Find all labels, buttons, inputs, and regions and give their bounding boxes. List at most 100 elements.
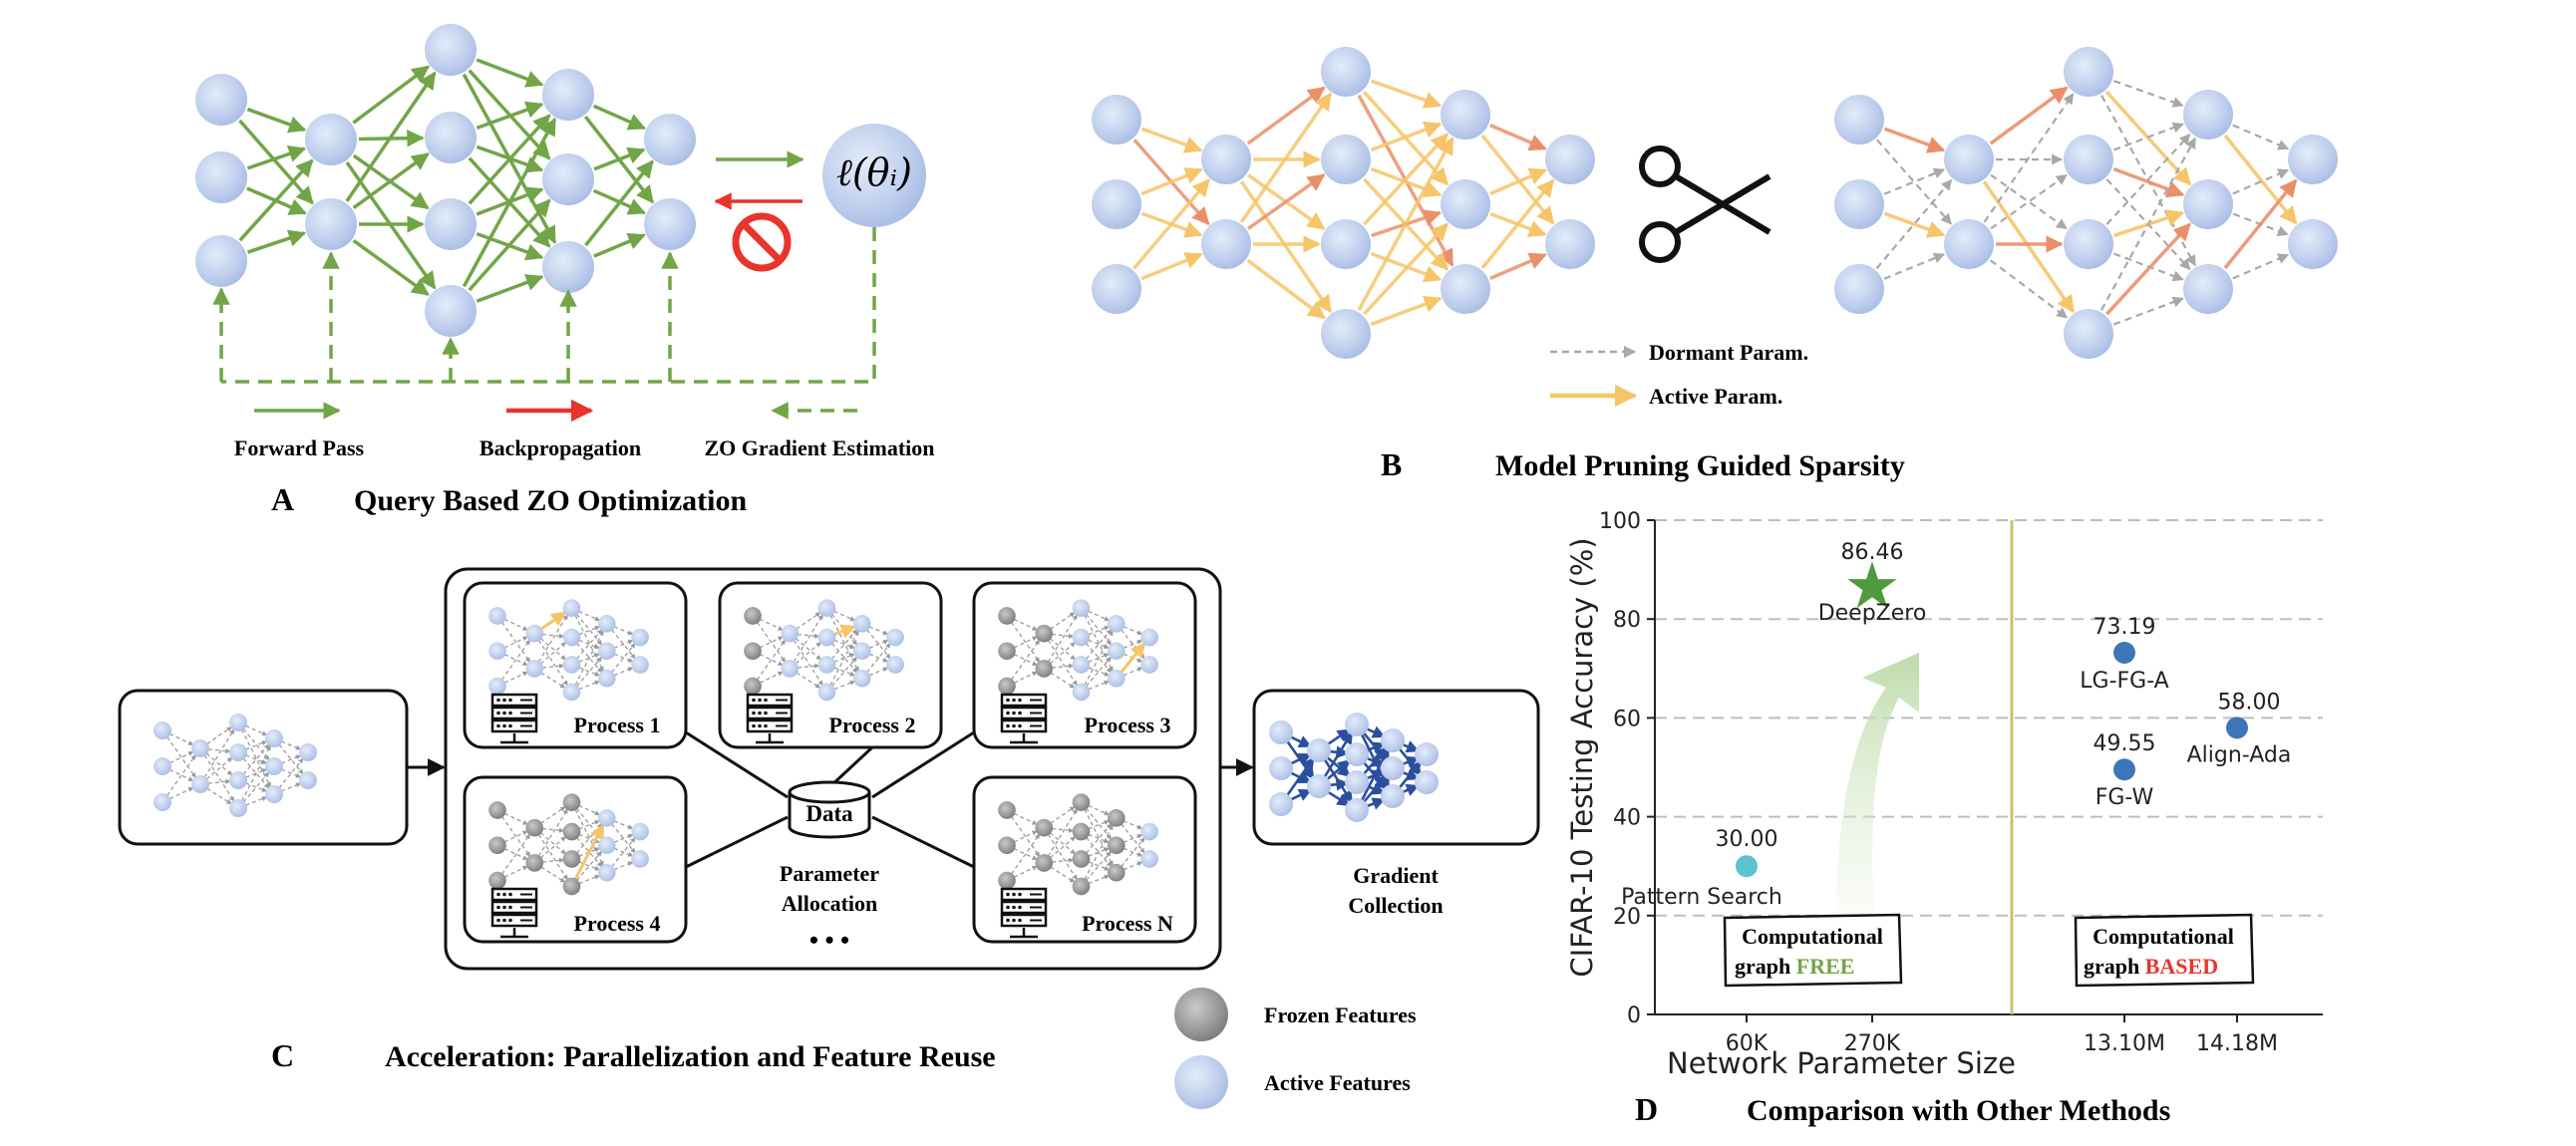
active-neuron bbox=[781, 624, 800, 643]
y-tick-label: 0 bbox=[1627, 1003, 1641, 1028]
frozen-neuron bbox=[744, 642, 762, 661]
x-axis-label: Network Parameter Size bbox=[1667, 1046, 2016, 1080]
active-neuron bbox=[1345, 742, 1369, 766]
point-pattern-search bbox=[1736, 855, 1758, 878]
scissors-icon bbox=[1639, 145, 1771, 263]
active-neuron bbox=[817, 628, 836, 647]
box-graph-free: Computational graph FREE bbox=[1723, 913, 1903, 988]
active-neuron bbox=[562, 656, 581, 674]
active-neuron bbox=[597, 863, 616, 882]
server-rack bbox=[490, 693, 538, 708]
dormant-edge bbox=[500, 639, 531, 681]
dormant-edge bbox=[1010, 833, 1041, 875]
server-led bbox=[758, 698, 762, 703]
server-led bbox=[1006, 918, 1010, 923]
gradient-edge bbox=[1285, 756, 1315, 798]
active-edge bbox=[1370, 295, 1443, 327]
data-cylinder-body bbox=[788, 792, 871, 839]
dormant-edge bbox=[245, 782, 268, 792]
dormant-edge bbox=[1047, 808, 1078, 857]
server-rack bbox=[1000, 913, 1048, 928]
dormant-edge bbox=[1049, 642, 1076, 665]
server-led bbox=[508, 905, 512, 910]
active-neuron bbox=[1381, 728, 1405, 752]
dormant-edge bbox=[1010, 622, 1041, 663]
forward-edge bbox=[462, 118, 557, 288]
dormant-edge bbox=[1047, 614, 1078, 663]
dormant-edge bbox=[1121, 837, 1145, 868]
box-based-line2: graph BASED bbox=[2084, 954, 2218, 979]
panel-c-letter: C bbox=[271, 1037, 294, 1073]
dormant-edge bbox=[2105, 134, 2191, 225]
dormant-edge bbox=[2232, 253, 2290, 280]
active-edge bbox=[1883, 127, 1946, 153]
server-led bbox=[764, 723, 768, 728]
active-neuron bbox=[817, 656, 836, 674]
dormant-edge bbox=[1013, 618, 1038, 631]
dormant-edge bbox=[1883, 167, 1946, 195]
dormant-edge bbox=[578, 639, 600, 650]
process-4-label: Process 4 bbox=[574, 911, 661, 936]
frozen-neuron bbox=[744, 677, 762, 696]
frozen-neuron bbox=[998, 801, 1016, 819]
method-label: LG-FG-A bbox=[2080, 669, 2168, 694]
legend-frozen-node bbox=[1174, 988, 1228, 1041]
server-rack bbox=[1000, 887, 1048, 902]
forward-edge bbox=[345, 71, 437, 202]
collection-label: Collection bbox=[1348, 893, 1443, 918]
frozen-neuron bbox=[1107, 863, 1126, 882]
value-label: 49.55 bbox=[2093, 731, 2156, 756]
active-neuron bbox=[781, 660, 800, 678]
dormant-edge bbox=[868, 639, 889, 649]
forward-edge bbox=[246, 145, 307, 170]
dormant-edge bbox=[1088, 833, 1110, 844]
dormant-edge bbox=[1013, 654, 1038, 667]
neuron bbox=[2064, 219, 2113, 269]
server-led bbox=[1018, 711, 1022, 716]
dormant-edge bbox=[613, 639, 634, 649]
value-label: 58.00 bbox=[2218, 690, 2281, 715]
server-led bbox=[502, 698, 506, 703]
server-led bbox=[752, 698, 756, 703]
neuron bbox=[1321, 219, 1371, 269]
dormant-edge bbox=[797, 663, 820, 669]
dormant-edge bbox=[574, 630, 604, 686]
y-tick-label: 40 bbox=[1613, 806, 1641, 831]
value-label: 30.00 bbox=[1716, 827, 1778, 852]
gradient-edge bbox=[1397, 759, 1423, 790]
forward-edge bbox=[593, 232, 646, 258]
dormant-edge bbox=[795, 642, 821, 665]
dormant-edge bbox=[1088, 804, 1111, 816]
legend-frozen: Frozen Features bbox=[1264, 1003, 1417, 1027]
dormant-edge bbox=[1049, 638, 1076, 661]
y-tick-label: 80 bbox=[1613, 608, 1641, 633]
gradient-edge bbox=[1364, 725, 1386, 738]
server-icon bbox=[1000, 887, 1048, 939]
dormant-edge bbox=[1088, 861, 1110, 871]
active-edge bbox=[573, 823, 605, 881]
forward-edge bbox=[246, 107, 307, 134]
active-edge bbox=[1883, 211, 1946, 238]
dormant-edge bbox=[241, 744, 271, 802]
neuron bbox=[2183, 179, 2233, 229]
neuron bbox=[195, 235, 247, 287]
server-rack bbox=[1000, 706, 1048, 720]
neuron bbox=[2064, 309, 2113, 359]
active-neuron bbox=[597, 642, 616, 661]
dormant-edge bbox=[281, 768, 302, 778]
active-neuron bbox=[1140, 656, 1158, 674]
dormant-edge bbox=[1049, 832, 1076, 855]
dormant-edge bbox=[1983, 93, 2075, 223]
dormant-edge bbox=[1051, 663, 1075, 669]
forward-edge bbox=[246, 229, 307, 254]
frozen-neuron bbox=[1107, 836, 1126, 855]
dormant-edge bbox=[756, 622, 787, 663]
frozen-neuron bbox=[488, 871, 506, 890]
dormant-edge bbox=[2232, 168, 2290, 195]
active-neuron bbox=[1269, 756, 1293, 780]
forward-edge bbox=[584, 159, 654, 247]
neuron bbox=[1944, 135, 1994, 184]
server-led bbox=[1018, 892, 1022, 897]
neuron bbox=[1834, 179, 1884, 229]
server-led bbox=[752, 723, 756, 728]
